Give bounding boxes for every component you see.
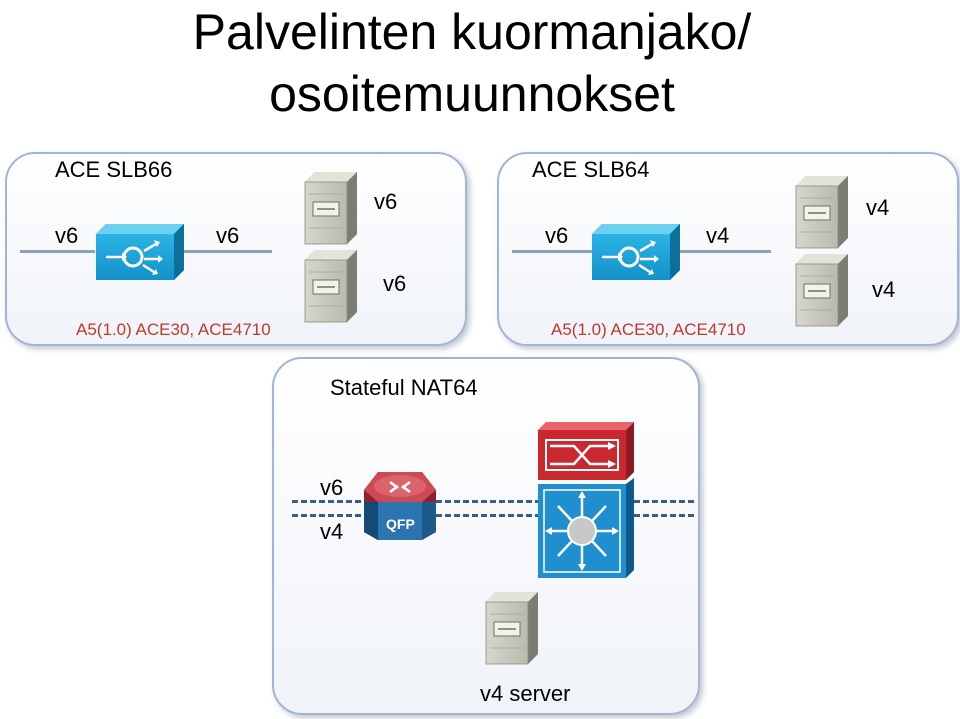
router-icon — [364, 472, 436, 540]
firewall-icon — [538, 422, 634, 480]
left-inbound-label: v6 — [55, 223, 79, 248]
left-server1-label: v6 — [374, 189, 398, 214]
left-server2-label: v6 — [383, 271, 407, 296]
server-icon — [485, 591, 539, 665]
server-icon — [304, 249, 358, 323]
page-title-line1: Palvelinten kuormanjako/ — [192, 4, 752, 60]
nat-server-label: v4 server — [480, 681, 571, 706]
page-title-line2: osoitemuunnokset — [269, 66, 675, 122]
multilayer-switch-icon — [538, 478, 634, 578]
server-icon — [304, 171, 358, 245]
nat-v6-label: v6 — [320, 475, 344, 500]
right-server2-label: v4 — [872, 277, 896, 302]
left-outbound-label: v6 — [216, 223, 240, 248]
right-inbound-label: v6 — [545, 223, 569, 248]
left-outbound-link — [180, 250, 272, 253]
server-icon — [795, 253, 849, 327]
right-outbound-link — [677, 250, 771, 253]
left-panel-heading: ACE SLB66 — [55, 157, 173, 182]
ace-load-balancer-icon — [590, 222, 682, 282]
right-footnote: A5(1.0) ACE30, ACE4710 — [551, 320, 746, 339]
nat-v4-link — [292, 514, 694, 517]
nat-v6-link — [292, 500, 694, 503]
ace-load-balancer-icon — [94, 222, 186, 282]
router-qfp-badge: QFP — [386, 516, 415, 532]
ace-slb64-panel — [497, 152, 959, 346]
server-icon — [795, 175, 849, 249]
nat-panel-heading: Stateful NAT64 — [330, 375, 478, 400]
right-panel-heading: ACE SLB64 — [532, 157, 650, 182]
right-inbound-link — [512, 250, 592, 253]
left-inbound-link — [20, 250, 95, 253]
left-footnote: A5(1.0) ACE30, ACE4710 — [76, 320, 271, 339]
ace-slb66-panel — [5, 152, 467, 346]
nat-v4-label: v4 — [320, 519, 344, 544]
right-outbound-label: v4 — [706, 223, 730, 248]
right-server1-label: v4 — [866, 195, 890, 220]
